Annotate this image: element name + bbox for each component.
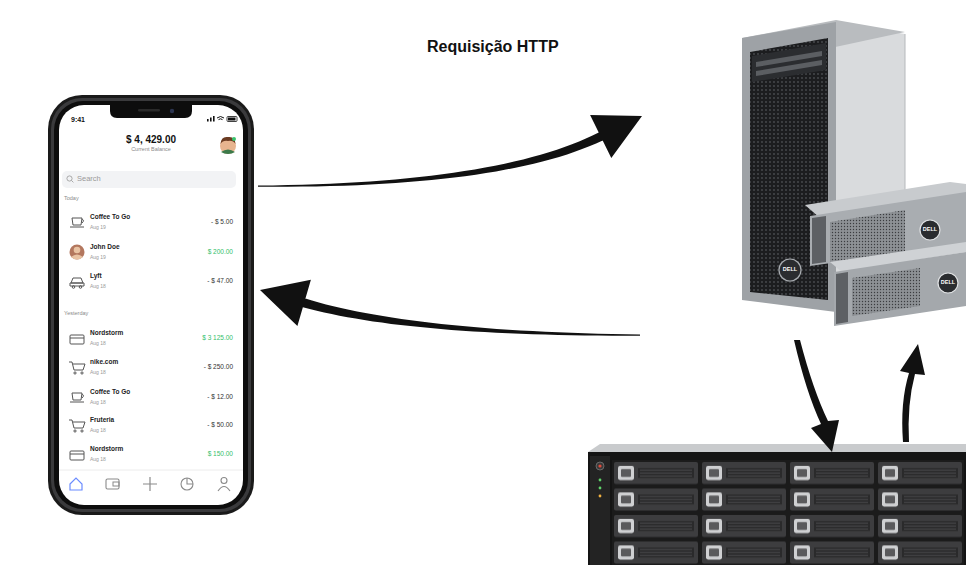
app-text: - $ 12.00 <box>207 394 233 401</box>
app-text: - $ 250.00 <box>204 364 233 371</box>
app-text: - $ 5.00 <box>211 219 233 226</box>
curved-arrow <box>260 280 640 336</box>
app-text: Aug 18 <box>90 341 106 346</box>
app-text: nike.com <box>90 359 118 366</box>
app-text: Aug 19 <box>90 225 106 230</box>
app-text: $ 150.00 <box>208 451 233 458</box>
app-text: Coffee To Go <box>90 389 130 396</box>
app-text: $ 4, 429.00 <box>126 135 176 145</box>
app-text: Yesterday <box>64 311 88 317</box>
app-text: Lyft <box>90 273 102 280</box>
app-text: Aug 18 <box>90 370 106 375</box>
app-text: Nordstorm <box>90 446 123 453</box>
server: DELL DELL DELL <box>640 15 966 340</box>
rack-server-illustration <box>805 182 966 326</box>
app-text: Aug 18 <box>90 400 106 405</box>
app-text: $ 3 125.00 <box>202 335 233 342</box>
app-text: Search <box>77 175 101 183</box>
app-text: Fruteria <box>90 417 114 424</box>
app-text: Coffee To Go <box>90 214 130 221</box>
smartphone-illustration <box>48 95 254 515</box>
app-text: 9:41 <box>71 116 85 123</box>
brand-badge: DELL <box>783 267 797 273</box>
app-text: John Doe <box>90 244 120 251</box>
app-text: Today <box>64 196 79 202</box>
app-text: Aug 18 <box>90 428 106 433</box>
app-text: Aug 19 <box>90 255 106 260</box>
app-text: - $ 47.00 <box>207 278 233 285</box>
brand-badge: DELL <box>941 280 955 286</box>
app-text: Nordstorm <box>90 330 123 337</box>
smartphone: 9:41 $ 4, 429.00Current BalanceSearchToda… <box>48 95 254 515</box>
edge-label: Requisição HTTP <box>424 36 562 57</box>
app-text: Aug 18 <box>90 457 106 462</box>
curved-arrow <box>258 115 642 187</box>
storage-arrows <box>794 340 925 452</box>
app-text: Current Balance <box>131 147 171 153</box>
brand-badge: DELL <box>923 227 937 233</box>
app-text: - $ 50.00 <box>207 422 233 429</box>
storage-array-illustration <box>588 444 966 565</box>
app-text: Aug 18 <box>90 284 106 289</box>
app-text: $ 200.00 <box>208 249 233 256</box>
